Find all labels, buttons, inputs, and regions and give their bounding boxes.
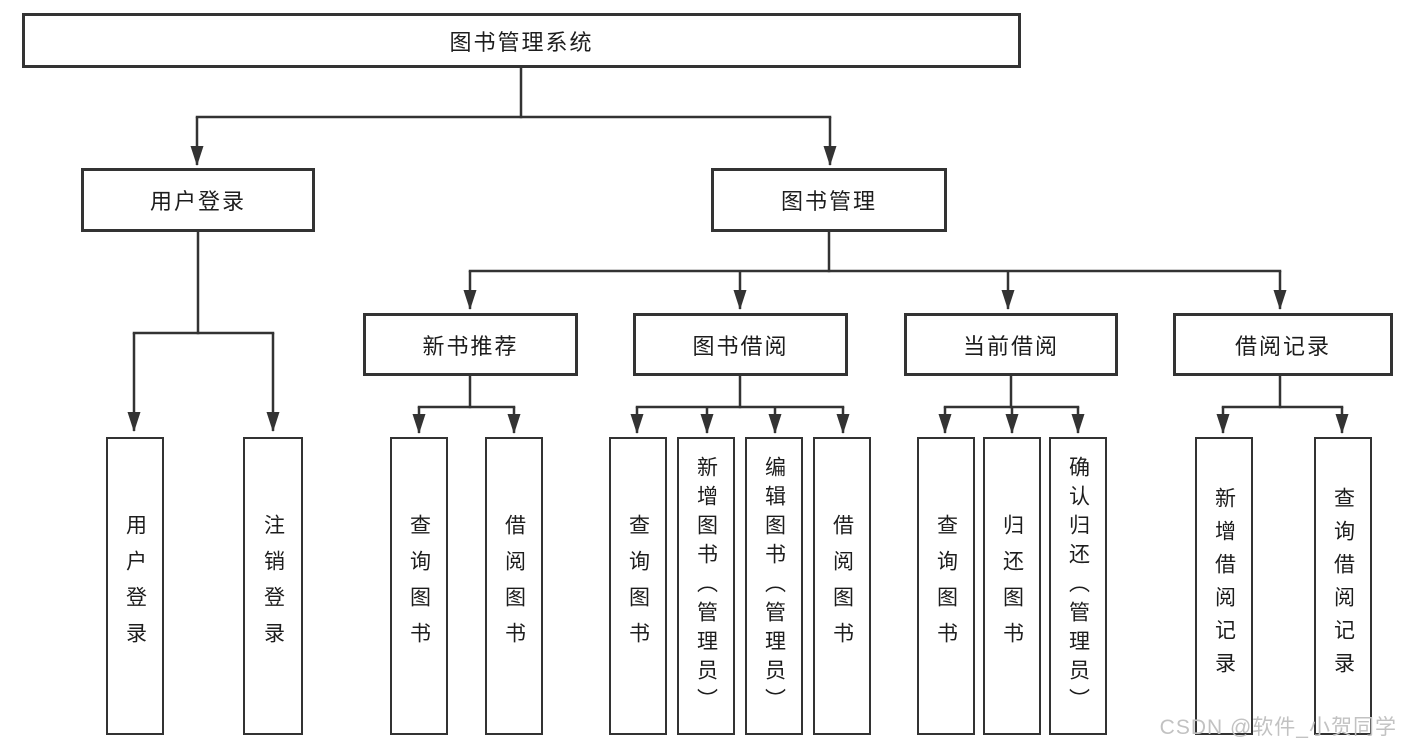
leaf-add-books-admin: 新增图书（管理员） <box>677 437 735 735</box>
leaf-query-books-borrow-label: 查询图书 <box>626 514 650 658</box>
node-book-borrow: 图书借阅 <box>633 313 848 376</box>
leaf-borrow-books-recommend-label: 借阅图书 <box>502 514 526 658</box>
leaf-query-books-recommend: 查询图书 <box>390 437 448 735</box>
borrow-records-subtree-connector <box>1216 374 1349 434</box>
leaf-add-books-admin-label: 新增图书（管理员） <box>694 455 718 717</box>
new-book-subtree-connector <box>412 374 521 434</box>
leaf-borrow-books-recommend: 借阅图书 <box>485 437 543 735</box>
leaf-add-borrow-record: 新增借阅记录 <box>1195 437 1253 735</box>
node-new-book-recommend-label: 新书推荐 <box>422 333 519 359</box>
node-borrow-records: 借阅记录 <box>1173 313 1393 376</box>
leaf-query-books-recommend-label: 查询图书 <box>407 514 431 658</box>
book-management-subtree-connector <box>463 229 1287 310</box>
leaf-edit-books-admin: 编辑图书（管理员） <box>745 437 803 735</box>
leaf-return-books: 归还图书 <box>983 437 1041 735</box>
watermark: CSDN @软件_小贺同学 <box>1159 716 1397 739</box>
leaf-user-login: 用户登录 <box>106 437 164 735</box>
node-current-borrow-label: 当前借阅 <box>962 333 1059 359</box>
leaf-query-borrow-record-label: 查询借阅记录 <box>1331 487 1355 685</box>
leaf-edit-books-admin-label: 编辑图书（管理员） <box>762 455 786 717</box>
leaf-query-books-borrow: 查询图书 <box>609 437 667 735</box>
node-book-management: 图书管理 <box>711 168 947 232</box>
node-book-management-label: 图书管理 <box>780 189 877 214</box>
node-root-system: 图书管理系统 <box>22 13 1021 68</box>
leaf-confirm-return-admin: 确认归还（管理员） <box>1049 437 1107 735</box>
node-user-login: 用户登录 <box>81 168 315 232</box>
leaf-query-borrow-record: 查询借阅记录 <box>1314 437 1372 735</box>
leaf-borrow-books-label: 借阅图书 <box>830 514 854 658</box>
leaf-query-books-current: 查询图书 <box>917 437 975 735</box>
leaf-borrow-books: 借阅图书 <box>813 437 871 735</box>
user-login-subtree-connector <box>127 229 280 432</box>
node-new-book-recommend: 新书推荐 <box>363 313 578 376</box>
leaf-confirm-return-admin-label: 确认归还（管理员） <box>1066 455 1090 717</box>
node-current-borrow: 当前借阅 <box>904 313 1118 376</box>
current-borrow-subtree-connector <box>938 374 1085 434</box>
root-to-level2-connector <box>190 64 837 166</box>
leaf-logout-label: 注销登录 <box>261 514 285 658</box>
leaf-user-login-label: 用户登录 <box>123 514 147 658</box>
node-user-login-label: 用户登录 <box>149 189 246 214</box>
leaf-return-books-label: 归还图书 <box>1000 514 1024 658</box>
book-borrow-subtree-connector <box>630 374 850 434</box>
node-borrow-records-label: 借阅记录 <box>1234 333 1331 359</box>
leaf-query-books-current-label: 查询图书 <box>934 514 958 658</box>
node-root-system-label: 图书管理系统 <box>449 29 594 55</box>
leaf-logout: 注销登录 <box>243 437 303 735</box>
leaf-add-borrow-record-label: 新增借阅记录 <box>1212 487 1236 685</box>
node-book-borrow-label: 图书借阅 <box>692 333 789 359</box>
